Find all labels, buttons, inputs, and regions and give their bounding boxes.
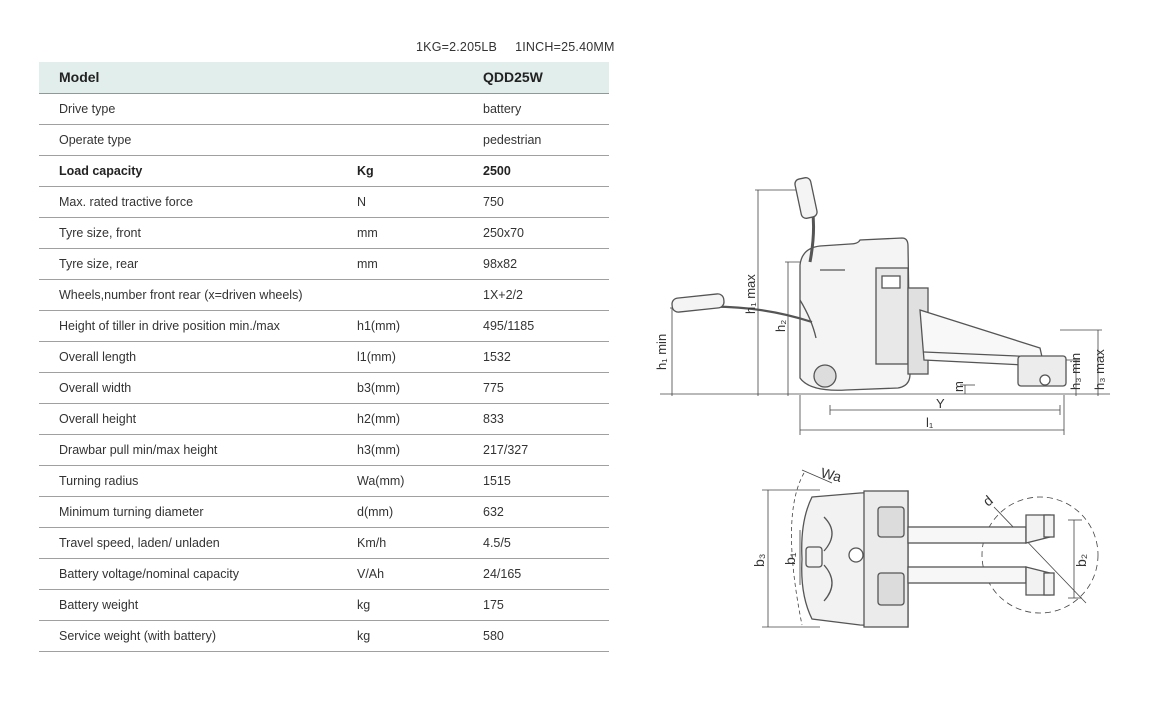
spec-unit: l1(mm) xyxy=(357,350,396,364)
spec-label: Overall width xyxy=(59,381,132,395)
spec-label: Drawbar pull min/max height xyxy=(59,443,218,457)
spec-label: Battery weight xyxy=(59,598,139,612)
spec-value: 580 xyxy=(483,629,504,643)
side-view-diagram: h₁ min h₁ max h₂ h₃ min h₃ max m Y l₁ xyxy=(654,177,1110,435)
spec-label: Travel speed, laden/ unladen xyxy=(59,536,220,550)
spec-label: Load capacity xyxy=(59,164,143,178)
spec-unit: V/Ah xyxy=(357,567,385,581)
spec-unit: h1(mm) xyxy=(357,319,401,333)
top-view-diagram: Wa d b₁ b₂ b₃ xyxy=(751,464,1099,628)
spec-label: Drive type xyxy=(59,102,116,116)
h2-label: h₂ xyxy=(773,320,788,332)
spec-value: 2500 xyxy=(483,164,511,178)
spec-label: Minimum turning diameter xyxy=(59,505,204,519)
spec-row: Battery weight kg 175 xyxy=(39,590,609,621)
spec-unit: mm xyxy=(357,257,378,271)
spec-unit: b3(mm) xyxy=(357,381,401,395)
spec-unit: kg xyxy=(357,629,371,643)
spec-label: Max. rated tractive force xyxy=(59,195,194,209)
d-label: d xyxy=(980,492,996,509)
spec-unit: N xyxy=(357,195,367,209)
spec-row: Battery voltage/nominal capacity V/Ah 24/1… xyxy=(39,559,609,590)
spec-value: 1532 xyxy=(483,350,511,364)
spec-label: Wheels,number front rear (x=driven wheel… xyxy=(59,288,303,302)
spec-label: Tyre size, front xyxy=(59,226,141,240)
h1-min-label: h₁ min xyxy=(654,334,669,370)
spec-value: 775 xyxy=(483,381,504,395)
spec-label: Height of tiller in drive position min./… xyxy=(59,319,280,333)
b3-label: b₃ xyxy=(751,554,767,568)
spec-row: Height of tiller in drive position min./… xyxy=(39,311,609,342)
spec-unit: Km/h xyxy=(357,536,387,550)
h1-max-label: h₁ max xyxy=(743,274,758,314)
spec-value: 632 xyxy=(483,505,504,519)
spec-row: Tyre size, front mm 250x70 xyxy=(39,218,609,249)
spec-row: Service weight (with battery) kg 580 xyxy=(39,621,609,652)
kg-conversion: 1KG=2.205LB xyxy=(416,40,498,54)
spec-value: 24/165 xyxy=(483,567,522,581)
model-header-value: QDD25W xyxy=(483,69,543,85)
inch-conversion: 1INCH=25.40MM xyxy=(515,40,615,54)
h3-min-label: h₃ min xyxy=(1068,353,1083,390)
spec-row: Overall width b3(mm) 775 xyxy=(39,373,609,404)
spec-unit: d(mm) xyxy=(357,505,394,519)
spec-value: 833 xyxy=(483,412,504,426)
spec-label: Battery voltage/nominal capacity xyxy=(59,567,239,581)
b1-label: b₁ xyxy=(782,552,798,565)
y-label: Y xyxy=(936,396,945,411)
spec-value: 750 xyxy=(483,195,504,209)
truck-side-outline xyxy=(671,177,1067,391)
spec-row: Drawbar pull min/max height h3(mm) 217/327 xyxy=(39,435,609,466)
spec-label: Overall height xyxy=(59,412,137,426)
spec-value: 4.5/5 xyxy=(483,536,511,550)
unit-conversion-note: 1KG=2.205LB 1INCH=25.40MM xyxy=(416,40,615,54)
b2-label: b₂ xyxy=(1073,554,1089,567)
spec-value: battery xyxy=(483,102,522,116)
spec-unit: Kg xyxy=(357,164,374,178)
spec-table-header: Model QDD25W xyxy=(39,62,609,94)
spec-unit: h3(mm) xyxy=(357,443,401,457)
spec-label: Turning radius xyxy=(59,474,139,488)
spec-row: Overall length l1(mm) 1532 xyxy=(39,342,609,373)
spec-row: Wheels,number front rear (x=driven wheel… xyxy=(39,280,609,311)
spec-row: Tyre size, rear mm 98x82 xyxy=(39,249,609,280)
truck-top-outline xyxy=(801,490,1055,628)
spec-unit: h2(mm) xyxy=(357,412,401,426)
spec-row: Travel speed, laden/ unladen Km/h 4.5/5 xyxy=(39,528,609,559)
spec-label: Tyre size, rear xyxy=(59,257,139,271)
spec-value: 175 xyxy=(483,598,504,612)
model-header-label: Model xyxy=(59,69,100,85)
wa-label: Wa xyxy=(819,464,843,485)
spec-row: Load capacity Kg 2500 xyxy=(39,156,609,187)
spec-value: 98x82 xyxy=(483,257,518,271)
spec-label: Service weight (with battery) xyxy=(59,629,217,643)
spec-row: Max. rated tractive force N 750 xyxy=(39,187,609,218)
spec-value: 1515 xyxy=(483,474,511,488)
spec-row: Turning radius Wa(mm) 1515 xyxy=(39,466,609,497)
spec-value: 217/327 xyxy=(483,443,529,457)
spec-unit: kg xyxy=(357,598,371,612)
spec-value: pedestrian xyxy=(483,133,542,147)
m-label: m xyxy=(951,381,966,392)
spec-label: Overall length xyxy=(59,350,137,364)
spec-row: Drive type battery xyxy=(39,94,609,125)
spec-value: 250x70 xyxy=(483,226,525,240)
h3-max-label: h₃ max xyxy=(1092,349,1107,390)
l1-label: l₁ xyxy=(926,415,934,430)
spec-unit: Wa(mm) xyxy=(357,474,405,488)
spec-value: 1X+2/2 xyxy=(483,288,523,302)
spec-row: Minimum turning diameter d(mm) 632 xyxy=(39,497,609,528)
spec-row: Operate type pedestrian xyxy=(39,125,609,156)
spec-value: 495/1185 xyxy=(483,319,535,333)
spec-row: Overall height h2(mm) 833 xyxy=(39,404,609,435)
spec-unit: mm xyxy=(357,226,378,240)
spec-label: Operate type xyxy=(59,133,132,147)
